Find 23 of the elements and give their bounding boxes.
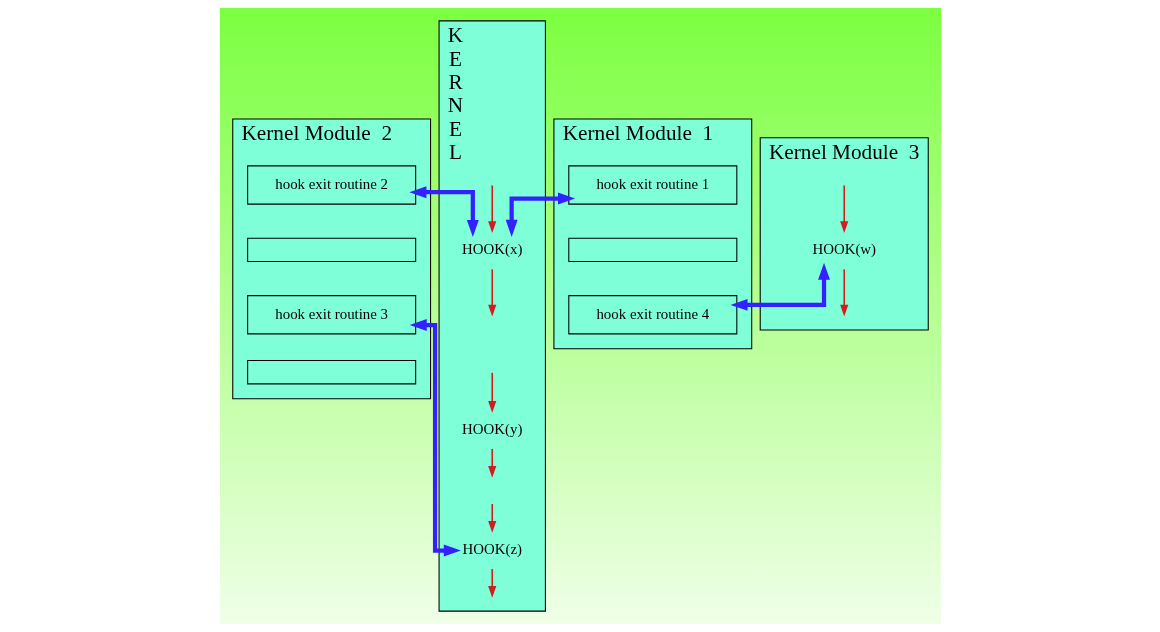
arrow — [730, 262, 830, 311]
node-box — [567, 237, 737, 263]
node-box: hook exit routine 2 — [246, 165, 416, 205]
node-text: HOOK(z) — [461, 540, 522, 557]
node-box: hook exit routine 4 — [567, 295, 737, 335]
arrow — [487, 372, 496, 413]
node-box: hook exit routine 1 — [567, 165, 737, 205]
node-box — [246, 359, 416, 385]
node-text: HOOK(x) — [461, 240, 522, 257]
node-box: hook exit routine 3 — [246, 295, 416, 335]
arrow — [409, 319, 461, 557]
arrow — [487, 568, 496, 598]
arrow — [408, 186, 479, 238]
arrow — [487, 448, 496, 478]
node-text: HOOK(y) — [461, 420, 522, 437]
arrow — [487, 184, 496, 234]
arrow — [487, 268, 496, 317]
arrow — [487, 503, 496, 533]
node-box — [246, 237, 416, 263]
arrow — [839, 184, 848, 234]
arrow — [505, 192, 575, 237]
arrow — [839, 268, 848, 317]
node-text: HOOK(w) — [811, 240, 876, 257]
